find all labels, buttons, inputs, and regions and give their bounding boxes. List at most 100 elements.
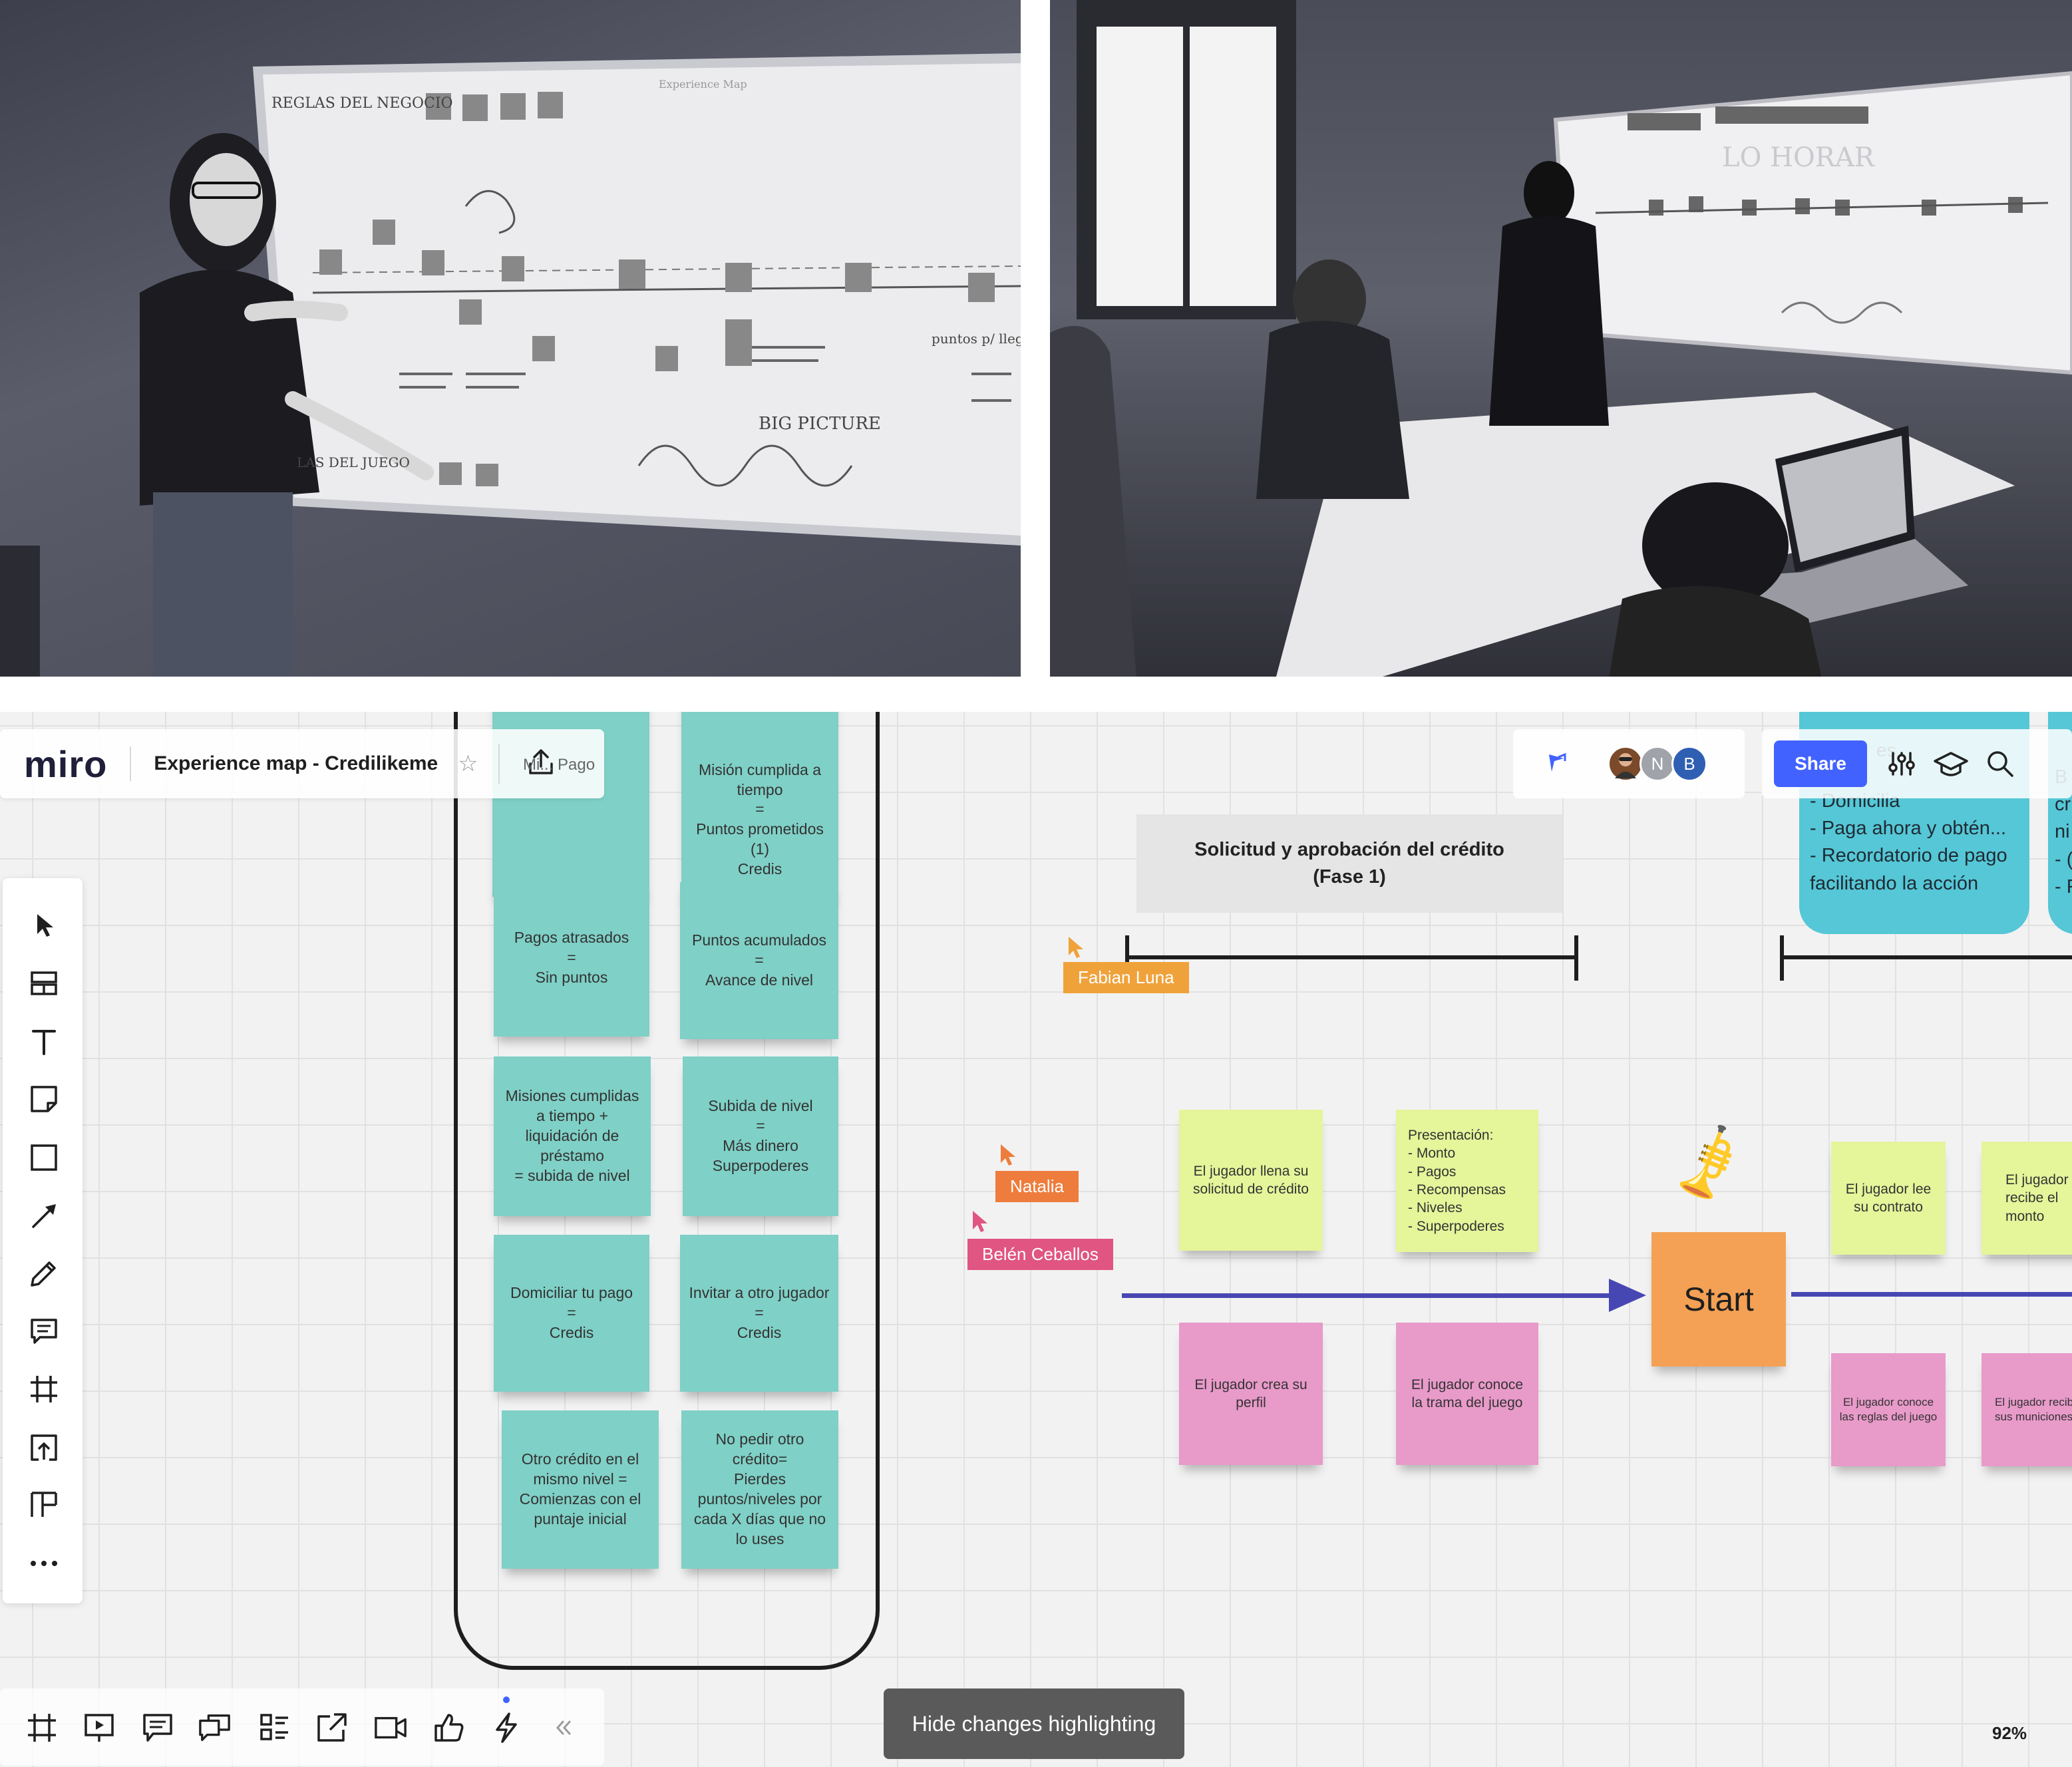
- rule-sticky-mision-cumplida[interactable]: Misión cumplida a tiempo = Puntos promet…: [681, 712, 838, 899]
- start-sticky[interactable]: Start: [1651, 1232, 1786, 1366]
- shape-icon[interactable]: [28, 1142, 60, 1174]
- benefits-item: - Paga ahora y obtén...: [1810, 818, 2007, 840]
- presentation-icon[interactable]: [83, 1711, 116, 1744]
- photo-text-big-picture: BIG PICTURE: [759, 414, 881, 434]
- rule-sticky-misiones-cumplidas[interactable]: Misiones cumplidas a tiempo + liquidació…: [494, 1056, 651, 1216]
- rule-sticky-domiciliar-pago[interactable]: Domiciliar tu pago = Credis: [494, 1235, 649, 1392]
- photo-text-horar: LO HORAR: [1722, 142, 1876, 173]
- collapse-icon[interactable]: [547, 1711, 580, 1744]
- meeting-room-photo: LO HORAR: [1050, 0, 2072, 677]
- sticky-text: Invitar a otro jugador = Credis: [689, 1284, 830, 1341]
- chat-icon[interactable]: [198, 1711, 232, 1744]
- timeline-sticky-recibe-municiones[interactable]: El jugador recibe sus municiones: [1982, 1353, 2072, 1466]
- rule-sticky-subida-de-nivel[interactable]: Subida de nivel = Más dinero Superpodere…: [683, 1056, 838, 1216]
- cursor-arrow-natalia: [1001, 1144, 1015, 1166]
- frames-icon[interactable]: [25, 1711, 59, 1744]
- search-icon[interactable]: [1986, 749, 2015, 778]
- board-actions-bar: Share: [1762, 729, 2072, 798]
- timeline-sticky-conoce-trama[interactable]: El jugador conoce la trama del juego: [1396, 1323, 1538, 1465]
- phase-label: Solicitud y aprobación del crédito (Fase…: [1194, 839, 1504, 887]
- cursor-label-fabian: Fabian Luna: [1063, 962, 1189, 993]
- share-button[interactable]: Share: [1774, 740, 1867, 787]
- phase2-bracket-left-cap: [1780, 935, 1784, 981]
- sticky-text: El jugador conoce la trama del juego: [1411, 1376, 1524, 1410]
- rule-sticky-otro-credito[interactable]: Otro crédito en el mismo nivel = Comienz…: [502, 1410, 659, 1569]
- hide-changes-button[interactable]: Hide changes highlighting: [884, 1688, 1184, 1759]
- avatar[interactable]: [1608, 746, 1643, 782]
- benefits-fragment: ni: [2055, 821, 2070, 843]
- share-screen-icon[interactable]: [315, 1711, 349, 1744]
- rule-sticky-invitar-jugador[interactable]: Invitar a otro jugador = Credis: [680, 1235, 838, 1392]
- sticky-text: Puntos acumulados = Avance de nivel: [691, 931, 826, 989]
- arrow-icon[interactable]: [28, 1200, 60, 1232]
- sticky-text: Presentación: - Monto - Pagos - Recompen…: [1408, 1128, 1506, 1234]
- sticky-text: Misiones cumplidas a tiempo + liquidació…: [505, 1087, 639, 1184]
- sticky-text: El jugador lee su contrato: [1845, 1181, 1932, 1215]
- phase-bracket-line[interactable]: [1127, 955, 1577, 959]
- rule-sticky-pagos-atrasados[interactable]: Pagos atrasados = Sin puntos: [494, 880, 649, 1037]
- photo-text-reglas-juego: LAS DEL JUEGO: [297, 454, 410, 470]
- miro-logo[interactable]: miro: [24, 742, 108, 785]
- sticky-text: Domiciliar tu pago = Credis: [510, 1284, 633, 1341]
- benefits-fragment: - F: [2055, 876, 2072, 897]
- pointer-flag-icon[interactable]: [1545, 752, 1569, 776]
- sticky-text: Misión cumplida a tiempo = Puntos promet…: [696, 760, 824, 878]
- sticky-text: El jugador llena su solicitud de crédito: [1193, 1163, 1309, 1197]
- sticky-text: El jugador conoce las reglas del juego: [1839, 1395, 1938, 1423]
- timeline-arrow-shaft[interactable]: [1122, 1293, 1628, 1298]
- miro-board-canvas[interactable]: Misión cumplida a tiempo = Puntos promet…: [0, 712, 2072, 1767]
- photo-text-puntos: puntos p/ llegar: [932, 331, 1021, 347]
- star-icon[interactable]: ☆: [458, 751, 478, 776]
- cursor-label-natalia: Natalia: [995, 1171, 1079, 1202]
- photo-text-reglas: REGLAS DEL NEGOCIO: [271, 95, 453, 112]
- phase-label-box[interactable]: Solicitud y aprobación del crédito (Fase…: [1136, 814, 1562, 913]
- photo-text-experience: Experience Map: [659, 78, 747, 90]
- sticky-fragment-behind-header: Mi... Pago: [523, 756, 596, 774]
- start-label: Start: [1683, 1280, 1754, 1318]
- timeline-sticky-lee-contrato[interactable]: El jugador lee su contrato: [1831, 1142, 1946, 1255]
- zoom-level[interactable]: 92%: [1992, 1723, 2027, 1743]
- frame-icon[interactable]: [28, 1373, 60, 1405]
- comment-icon[interactable]: [28, 1316, 60, 1348]
- templates-icon[interactable]: [28, 967, 60, 999]
- rule-sticky-puntos-acumulados[interactable]: Puntos acumulados = Avance de nivel: [680, 882, 838, 1039]
- upload-icon[interactable]: [28, 1432, 60, 1464]
- sticky-text: Pagos atrasados = Sin puntos: [514, 929, 629, 986]
- board-title[interactable]: Experience map - Credilikeme: [154, 752, 438, 774]
- vote-icon[interactable]: [432, 1711, 466, 1744]
- game-rules-frame[interactable]: [454, 712, 880, 1670]
- rule-sticky-no-pedir-credito[interactable]: No pedir otro crédito= Pierdes puntos/ni…: [681, 1410, 838, 1569]
- benefits-item: - Recordatorio de pago facilitando la ac…: [1810, 845, 2007, 894]
- timeline-sticky-presentacion[interactable]: Presentación: - Monto - Pagos - Recompen…: [1396, 1110, 1538, 1252]
- comments-icon[interactable]: [141, 1711, 174, 1744]
- avatar[interactable]: N: [1640, 746, 1675, 782]
- cards-icon[interactable]: [258, 1711, 291, 1744]
- select-icon[interactable]: [28, 909, 60, 941]
- sticky-text: El jugador recibe el monto: [2005, 1172, 2069, 1224]
- text-icon[interactable]: [28, 1026, 60, 1058]
- sticky-note-icon[interactable]: [28, 1083, 60, 1115]
- sticky-text: El jugador recibe sus municiones: [1995, 1395, 2072, 1423]
- settings-sliders-icon[interactable]: [1887, 749, 1916, 778]
- timeline-sticky-recibe-monto[interactable]: El jugador recibe el monto: [1982, 1142, 2072, 1255]
- more-apps-icon[interactable]: [28, 1489, 60, 1521]
- pen-icon[interactable]: [28, 1257, 60, 1289]
- timeline-sticky-crea-perfil[interactable]: El jugador crea su perfil: [1179, 1323, 1323, 1465]
- cursor-arrow-belen: [973, 1211, 987, 1232]
- phase2-bracket-line[interactable]: [1782, 955, 2072, 959]
- cursor-arrow-fabian: [1069, 937, 1083, 958]
- sticky-text: Subida de nivel = Más dinero Superpodere…: [708, 1097, 813, 1174]
- learning-cap-icon[interactable]: [1934, 749, 1968, 778]
- timeline-sticky-solicitud[interactable]: El jugador llena su solicitud de crédito: [1179, 1110, 1323, 1251]
- avatar[interactable]: B: [1671, 746, 1707, 782]
- more-icon[interactable]: [28, 1547, 60, 1579]
- sticky-text: Otro crédito en el mismo nivel = Comienz…: [519, 1450, 641, 1527]
- timeline-arrowhead: [1609, 1279, 1646, 1312]
- video-icon[interactable]: [374, 1711, 407, 1744]
- trumpet-emoji[interactable]: 🎺: [1659, 1120, 1756, 1212]
- header-divider: [130, 746, 132, 781]
- timeline-sticky-conoce-reglas[interactable]: El jugador conoce las reglas del juego: [1831, 1353, 1946, 1466]
- activity-icon[interactable]: [490, 1711, 523, 1744]
- upload-icon[interactable]: [526, 748, 556, 780]
- timeline-line-right[interactable]: [1791, 1292, 2072, 1297]
